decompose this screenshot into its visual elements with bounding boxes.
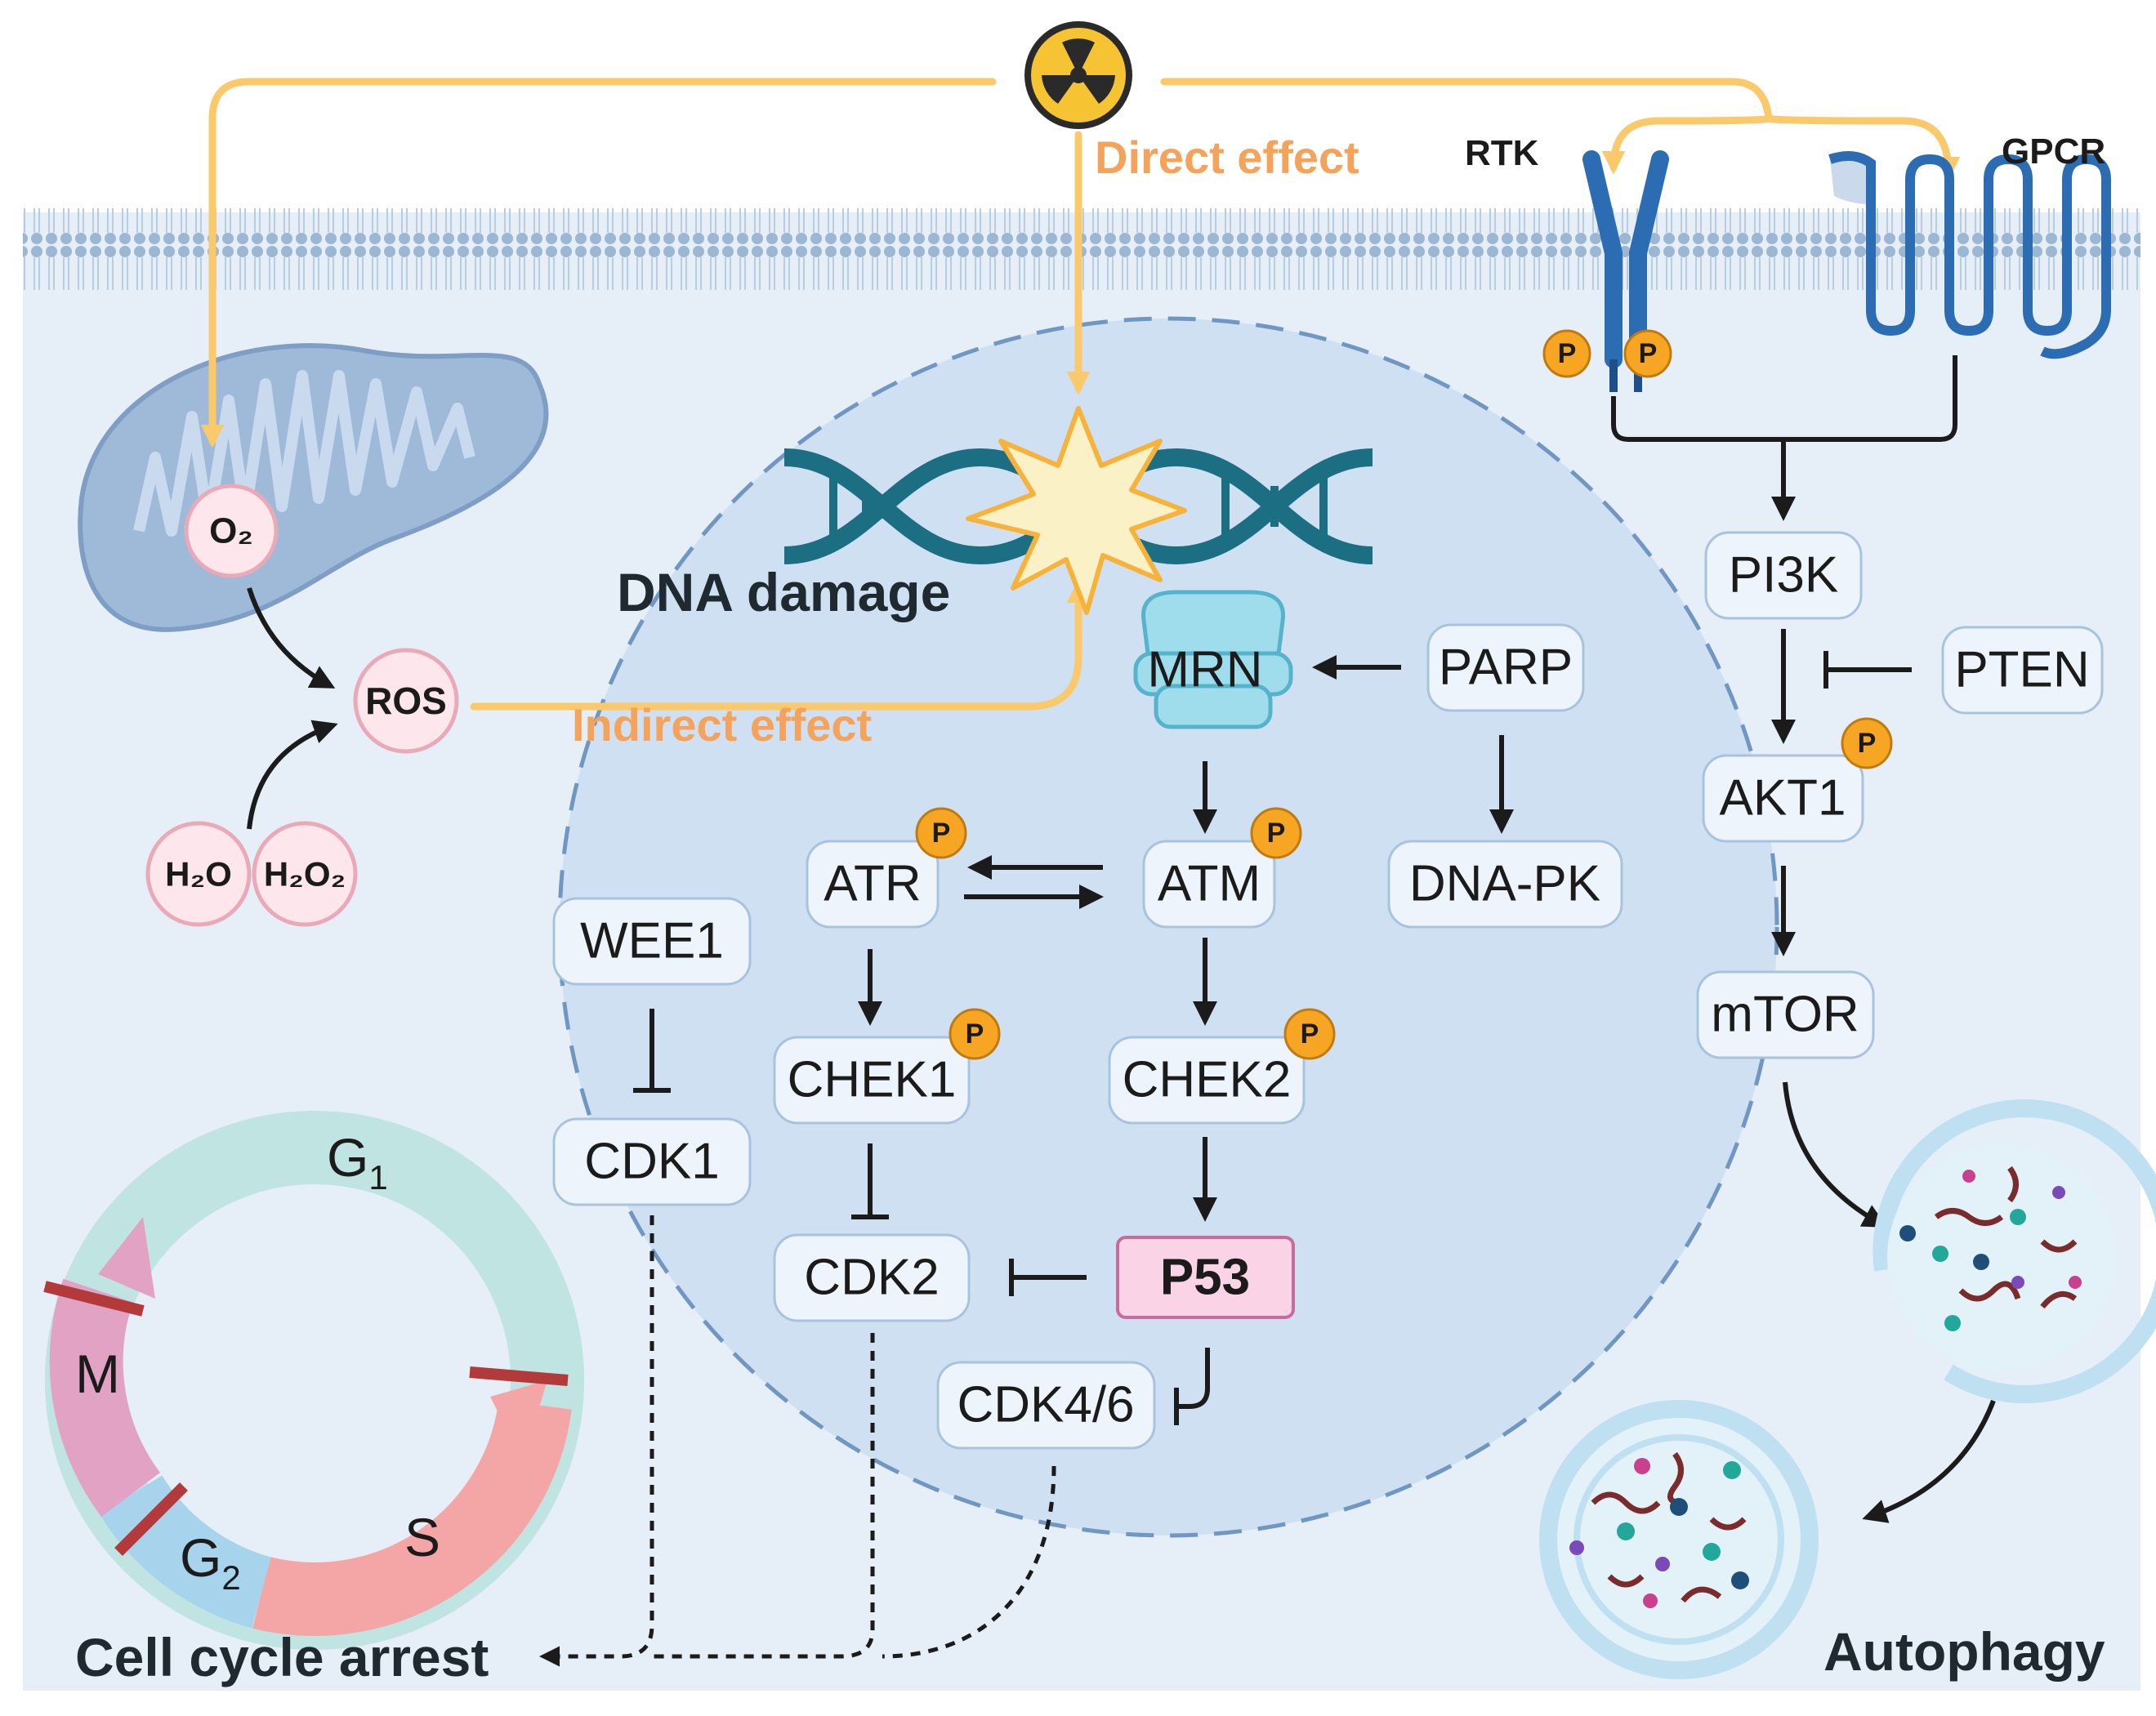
damage-burst-icon xyxy=(966,406,1187,615)
indirect-effect-label: Indirect effect xyxy=(572,699,872,751)
checkpoint-bar xyxy=(469,1366,569,1386)
phospho-badge-atr: P xyxy=(915,807,967,859)
phospho-badge-rtk-right: P xyxy=(1623,329,1672,378)
svg-text:WEE1: WEE1 xyxy=(580,913,724,969)
node-wee1: WEE1 xyxy=(552,897,752,986)
node-pten: PTEN xyxy=(1941,626,2104,715)
autophagy-label: Autophagy xyxy=(1823,1621,2105,1682)
p53-inhibits-cdk46 xyxy=(1174,1348,1210,1425)
radiation-to-receptors xyxy=(1160,78,1773,123)
svg-text:P53: P53 xyxy=(1160,1250,1250,1306)
svg-text:P: P xyxy=(1639,338,1658,369)
node-cdk2: CDK2 xyxy=(773,1233,971,1322)
svg-text:MRN: MRN xyxy=(1147,642,1262,698)
cdk2-to-arrest-arrow xyxy=(652,1333,875,1659)
mtor-to-autophagosome-arrow xyxy=(1783,1081,1888,1228)
svg-text:DNA-PK: DNA-PK xyxy=(1409,856,1600,912)
svg-text:PTEN: PTEN xyxy=(1954,642,2089,698)
svg-text:P: P xyxy=(966,1018,984,1050)
node-cdk1: CDK1 xyxy=(552,1117,752,1206)
svg-text:mTOR: mTOR xyxy=(1711,987,1859,1043)
o2-molecule: O₂ xyxy=(184,484,279,578)
gpcr-receptor-icon xyxy=(1828,151,2111,359)
phase-g2-label: G2 xyxy=(180,1527,241,1597)
svg-text:P: P xyxy=(1267,818,1286,849)
svg-text:CDK2: CDK2 xyxy=(804,1250,939,1306)
mrn-complex: MRN xyxy=(1133,590,1293,729)
indirect-effect-arrow xyxy=(470,579,1091,711)
svg-text:P: P xyxy=(1558,338,1577,369)
svg-text:O₂: O₂ xyxy=(209,511,253,551)
svg-text:P: P xyxy=(1858,728,1877,759)
svg-text:P: P xyxy=(932,818,951,849)
checkpoint-bar xyxy=(43,1281,145,1317)
pten-inhibits-pathway xyxy=(1823,651,1912,689)
phase-g1-label: G1 xyxy=(327,1127,388,1197)
svg-text:P: P xyxy=(1301,1018,1319,1050)
phospho-badge-chek2: P xyxy=(1283,1008,1336,1060)
svg-text:ROS: ROS xyxy=(365,680,447,722)
radiation-to-gpcr-arrow xyxy=(1765,114,1961,181)
svg-text:AKT1: AKT1 xyxy=(1719,770,1846,827)
svg-text:PI3K: PI3K xyxy=(1729,547,1838,604)
svg-text:H₂O: H₂O xyxy=(165,855,232,894)
node-pi3k: PI3K xyxy=(1704,531,1863,620)
svg-text:ATR: ATR xyxy=(824,856,921,912)
phospho-badge-atm: P xyxy=(1250,807,1302,859)
h2o2-molecule: H₂O₂ xyxy=(252,821,358,927)
rtk-receptor-icon xyxy=(1582,150,1669,392)
wee1-inhibits-cdk1 xyxy=(633,1009,671,1093)
autophagosome-to-autolysosome-arrow xyxy=(1862,1399,1996,1523)
cell-cycle-ring xyxy=(43,1111,584,1650)
chek1-inhibits-cdk2 xyxy=(851,1143,889,1219)
node-atm: ATM xyxy=(1142,840,1276,929)
checkpoint-bar xyxy=(114,1482,188,1556)
phase-s-label: S xyxy=(404,1507,440,1567)
radiation-to-rtk-arrow xyxy=(1601,114,1773,175)
p53-inhibits-cdk2 xyxy=(1009,1259,1087,1296)
rtk-label: RTK xyxy=(1465,133,1539,173)
svg-text:CHEK2: CHEK2 xyxy=(1123,1052,1292,1108)
cell-cycle-arrest-label: Cell cycle arrest xyxy=(75,1627,489,1687)
gpcr-label: GPCR xyxy=(2002,131,2105,172)
autophagosome-icon xyxy=(1873,1099,2156,1404)
node-p53: P53 xyxy=(1116,1236,1295,1319)
radiation-icon xyxy=(1024,21,1132,129)
phospho-badge-rtk-left: P xyxy=(1542,329,1591,378)
node-dnapk: DNA-PK xyxy=(1387,840,1623,929)
svg-text:CDK4/6: CDK4/6 xyxy=(957,1377,1134,1433)
autolysosome-icon xyxy=(1539,1400,1819,1679)
svg-text:H₂O₂: H₂O₂ xyxy=(264,855,346,894)
node-chek1: CHEK1 xyxy=(773,1036,971,1125)
node-mtor: mTOR xyxy=(1696,970,1875,1059)
node-akt1: AKT1 xyxy=(1702,754,1864,843)
svg-text:ATM: ATM xyxy=(1158,856,1261,912)
ros-molecule: ROS xyxy=(353,648,459,754)
cdk46-to-arrest-arrow xyxy=(882,1465,1056,1659)
dna-damage-label: DNA damage xyxy=(617,562,950,622)
o2-to-ros-arrow xyxy=(247,587,336,689)
node-cdk46: CDK4/6 xyxy=(936,1361,1156,1450)
node-chek2: CHEK2 xyxy=(1108,1036,1306,1125)
svg-text:CDK1: CDK1 xyxy=(584,1134,719,1190)
radiation-to-o2-arrow xyxy=(200,78,997,448)
svg-text:CHEK1: CHEK1 xyxy=(788,1052,957,1108)
cdk1-to-arrest-arrow xyxy=(539,1215,654,1667)
water-to-ros-arrow xyxy=(247,720,338,830)
phospho-badge-chek1: P xyxy=(949,1008,1001,1060)
node-atr: ATR xyxy=(806,840,940,929)
phase-m-label: M xyxy=(75,1344,120,1404)
node-parp: PARP xyxy=(1426,623,1585,712)
svg-text:PARP: PARP xyxy=(1439,640,1573,696)
h2o-molecule: H₂O xyxy=(145,821,252,927)
direct-effect-label: Direct effect xyxy=(1095,131,1359,183)
phospho-badge-akt1: P xyxy=(1841,717,1893,769)
